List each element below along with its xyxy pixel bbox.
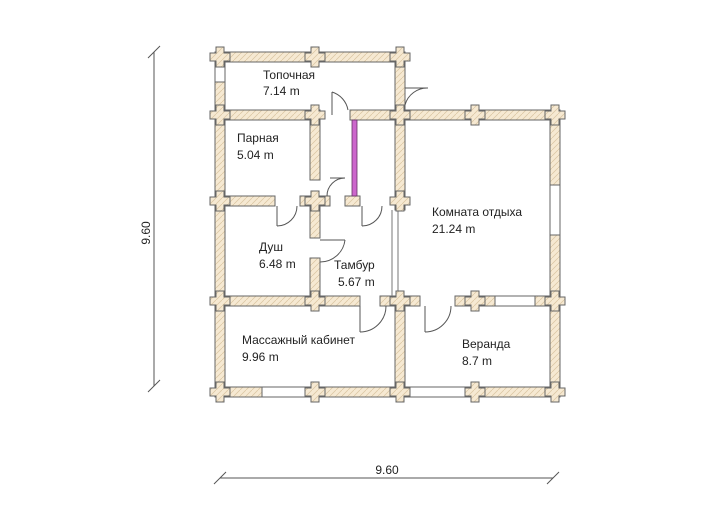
log-joint (209, 381, 231, 403)
doors (276, 87, 452, 333)
glass-partition (351, 119, 358, 197)
log-joint (544, 290, 566, 312)
log-joint (209, 104, 231, 126)
room-area-massazhny-kabinet: 9.96 m (242, 350, 279, 364)
log-joint (464, 104, 486, 126)
log-joint (544, 104, 566, 126)
room-name-topochnaya: Топочная (263, 68, 315, 82)
dimension-vertical: 9.60 (139, 45, 161, 393)
room-name-parnaya: Парная (237, 131, 279, 145)
log-joint (209, 46, 231, 68)
dimension-height-label: 9.60 (139, 221, 153, 245)
log-joint (544, 381, 566, 403)
room-area-topochnaya: 7.14 m (263, 84, 300, 98)
room-name-dush: Душ (259, 240, 283, 254)
log-joint (304, 104, 326, 126)
room-area-veranda: 8.7 m (462, 354, 492, 368)
partitions (391, 210, 399, 296)
room-area-parnaya: 5.04 m (237, 148, 274, 162)
log-joint (389, 46, 411, 68)
dimension-width-label: 9.60 (375, 463, 399, 477)
log-joint (389, 104, 411, 126)
log-joint (304, 46, 326, 68)
log-joint (304, 290, 326, 312)
room-area-tambur: 5.67 m (338, 275, 375, 289)
log-joint (389, 290, 411, 312)
dimension-horizontal: 9.60 (213, 463, 560, 485)
log-joint (464, 290, 486, 312)
log-joint (304, 381, 326, 403)
log-joint (209, 190, 231, 212)
room-area-komnata-otdykha: 21.24 m (432, 222, 475, 236)
room-labels: Топочная 7.14 m Парная 5.04 m Душ 6.48 m… (237, 68, 522, 368)
log-joint (389, 381, 411, 403)
log-joint (304, 190, 326, 212)
room-name-komnata-otdykha: Комната отдыха (432, 205, 522, 219)
log-joint (389, 190, 411, 212)
room-area-dush: 6.48 m (259, 257, 296, 271)
log-joint (209, 290, 231, 312)
room-name-tambur: Тамбур (334, 258, 375, 272)
log-joint (464, 381, 486, 403)
room-name-massazhny-kabinet: Массажный кабинет (242, 333, 355, 347)
room-name-veranda: Веранда (462, 337, 511, 351)
log-joints (209, 46, 566, 403)
